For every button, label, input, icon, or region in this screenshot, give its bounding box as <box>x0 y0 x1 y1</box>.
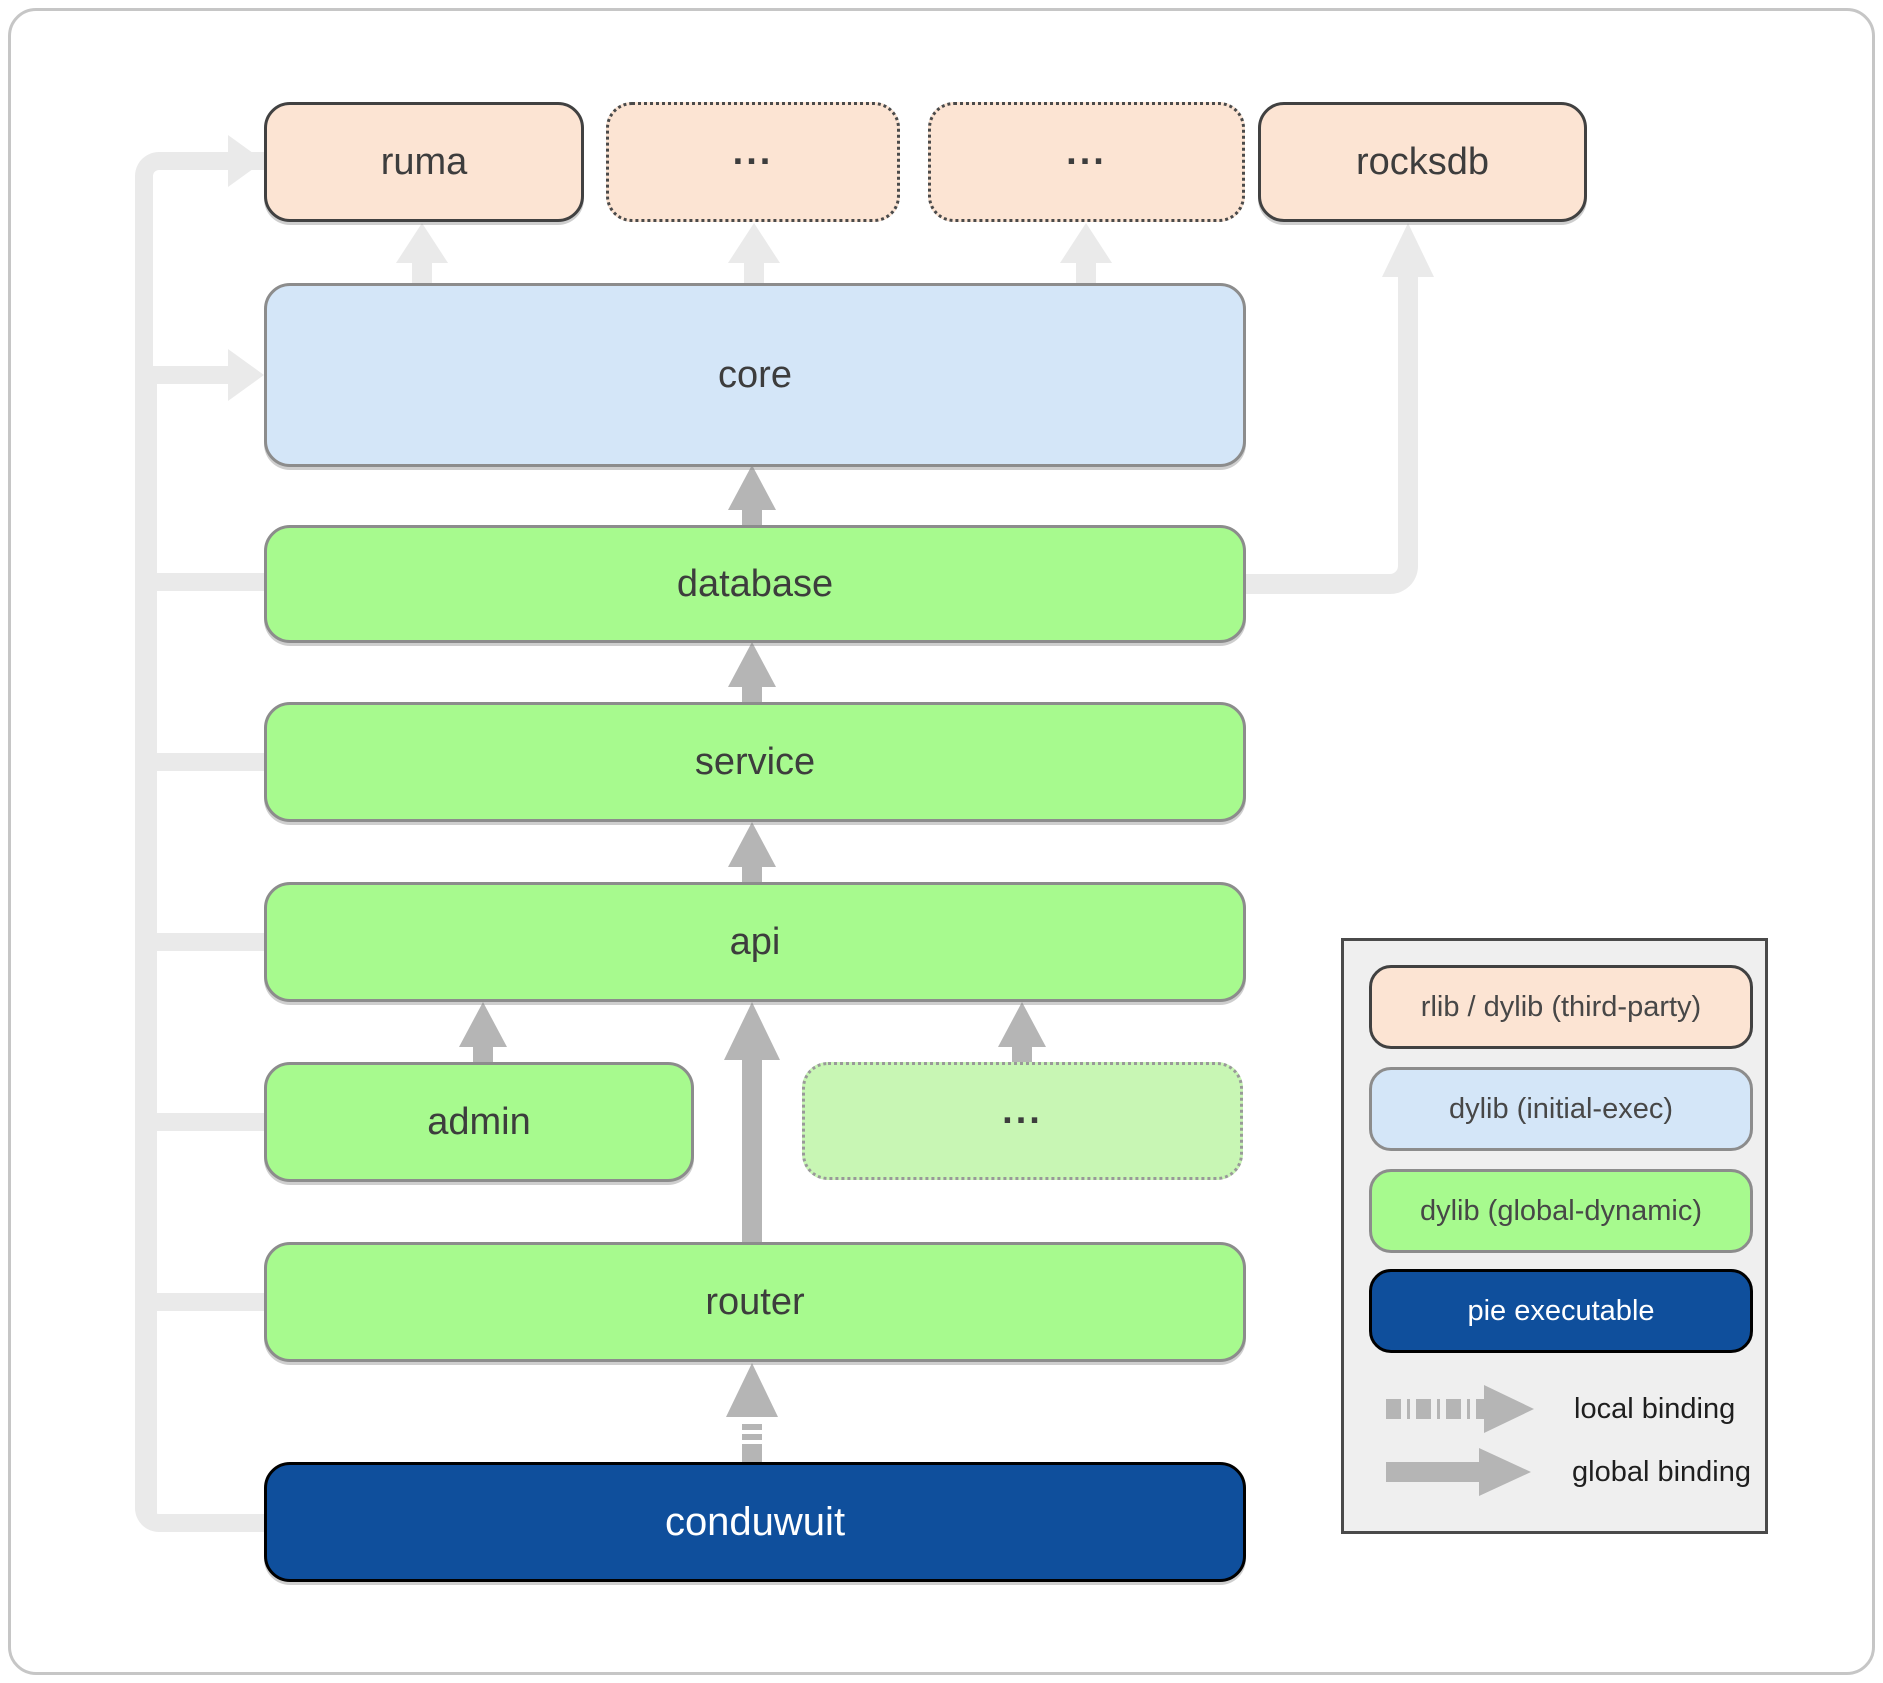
arrow-core-to-ellipsis2-shaft <box>1076 262 1096 284</box>
node-router-label: router <box>705 1280 805 1323</box>
node-core: core <box>264 283 1246 467</box>
node-ellipsis1-label: ... <box>732 130 774 173</box>
legend-global-binding-label: global binding <box>1572 1456 1751 1488</box>
legend-item-third-party: rlib / dylib (third-party) <box>1369 965 1753 1049</box>
legend-item-pie-executable-label: pie executable <box>1467 1294 1655 1327</box>
arrow-database-to-core-shaft <box>742 508 762 525</box>
node-admin-label: admin <box>427 1100 531 1143</box>
page-border <box>8 8 1875 1675</box>
trunk-stub-router <box>153 1293 264 1311</box>
node-ellipsis-third-party-2: ... <box>928 102 1245 222</box>
arrow-api-to-service-head <box>728 822 776 867</box>
node-router: router <box>264 1242 1246 1362</box>
arrow-database-to-rocksdb-head <box>1382 223 1434 277</box>
node-service: service <box>264 702 1246 822</box>
arrow-ellipsis3-to-api-head <box>998 1002 1046 1047</box>
trunk-to-ruma-arrowhead <box>228 135 264 187</box>
node-ellipsis-third-party-1: ... <box>606 102 900 222</box>
trunk-to-core-stub <box>153 366 230 384</box>
trunk-to-core-arrowhead <box>228 349 264 401</box>
legend-item-global-dynamic: dylib (global-dynamic) <box>1369 1169 1753 1253</box>
node-conduwuit: conduwuit <box>264 1462 1246 1582</box>
legend-local-binding-arrow-shaft <box>1386 1399 1484 1419</box>
arrow-core-to-ellipsis1-head <box>728 223 780 263</box>
legend-local-binding-label: local binding <box>1574 1393 1736 1425</box>
arrow-router-to-api-shaft <box>742 1058 762 1242</box>
trunk-stub-admin <box>153 1113 264 1131</box>
node-ellipsis2-label: ... <box>1066 130 1107 173</box>
legend-global-binding-arrow-shaft <box>1386 1462 1481 1482</box>
arrow-conduwuit-to-router-dash3 <box>742 1444 762 1462</box>
arrow-conduwuit-to-router-head <box>726 1363 778 1417</box>
arrow-conduwuit-to-router-dash1 <box>742 1424 762 1430</box>
legend-item-third-party-label: rlib / dylib (third-party) <box>1420 990 1702 1023</box>
legend-local-binding-arrow-head <box>1484 1385 1534 1433</box>
arrow-core-to-ruma-shaft <box>412 262 432 284</box>
trunk-stub-database <box>153 573 264 591</box>
arrow-core-to-ellipsis1-shaft <box>744 262 764 284</box>
arrow-core-to-ruma-head <box>396 223 448 263</box>
node-database-label: database <box>676 562 834 605</box>
node-ruma-label: ruma <box>380 140 468 183</box>
legend-item-global-dynamic-label: dylib (global-dynamic) <box>1419 1194 1703 1227</box>
node-rocksdb: rocksdb <box>1258 102 1587 222</box>
arrow-admin-to-api-head <box>459 1002 507 1047</box>
node-admin: admin <box>264 1062 694 1182</box>
legend-item-pie-executable: pie executable <box>1369 1269 1753 1353</box>
node-service-label: service <box>694 740 816 783</box>
node-ellipsis-dylib: ... <box>802 1062 1243 1180</box>
arrow-ellipsis3-to-api-shaft <box>1012 1045 1032 1062</box>
node-rocksdb-label: rocksdb <box>1355 140 1490 183</box>
arrow-core-to-ellipsis2-head <box>1060 223 1112 263</box>
arrow-database-to-rocksdb-path <box>1246 277 1418 594</box>
arrow-api-to-service-shaft <box>742 865 762 882</box>
trunk-stub-api <box>153 933 264 951</box>
node-api: api <box>264 882 1246 1002</box>
node-database: database <box>264 525 1246 643</box>
arrow-admin-to-api-shaft <box>473 1045 493 1062</box>
arrow-conduwuit-to-router-dash2 <box>742 1434 762 1440</box>
node-api-label: api <box>729 920 781 963</box>
node-core-label: core <box>718 353 792 396</box>
legend-item-initial-exec-label: dylib (initial-exec) <box>1448 1092 1673 1125</box>
arrow-router-to-api-head <box>724 1002 780 1060</box>
trunk-stub-service <box>153 753 264 771</box>
node-ruma: ruma <box>264 102 584 222</box>
node-conduwuit-label: conduwuit <box>664 1499 846 1544</box>
arrow-database-to-core-head <box>728 465 776 510</box>
arrow-service-to-database-head <box>728 642 776 687</box>
legend-global-binding-arrow-head <box>1479 1448 1531 1496</box>
arrow-service-to-database-shaft <box>742 685 762 702</box>
legend: rlib / dylib (third-party) dylib (initia… <box>1341 938 1768 1534</box>
legend-item-initial-exec: dylib (initial-exec) <box>1369 1067 1753 1151</box>
node-ellipsis3-label: ... <box>1002 1089 1043 1132</box>
